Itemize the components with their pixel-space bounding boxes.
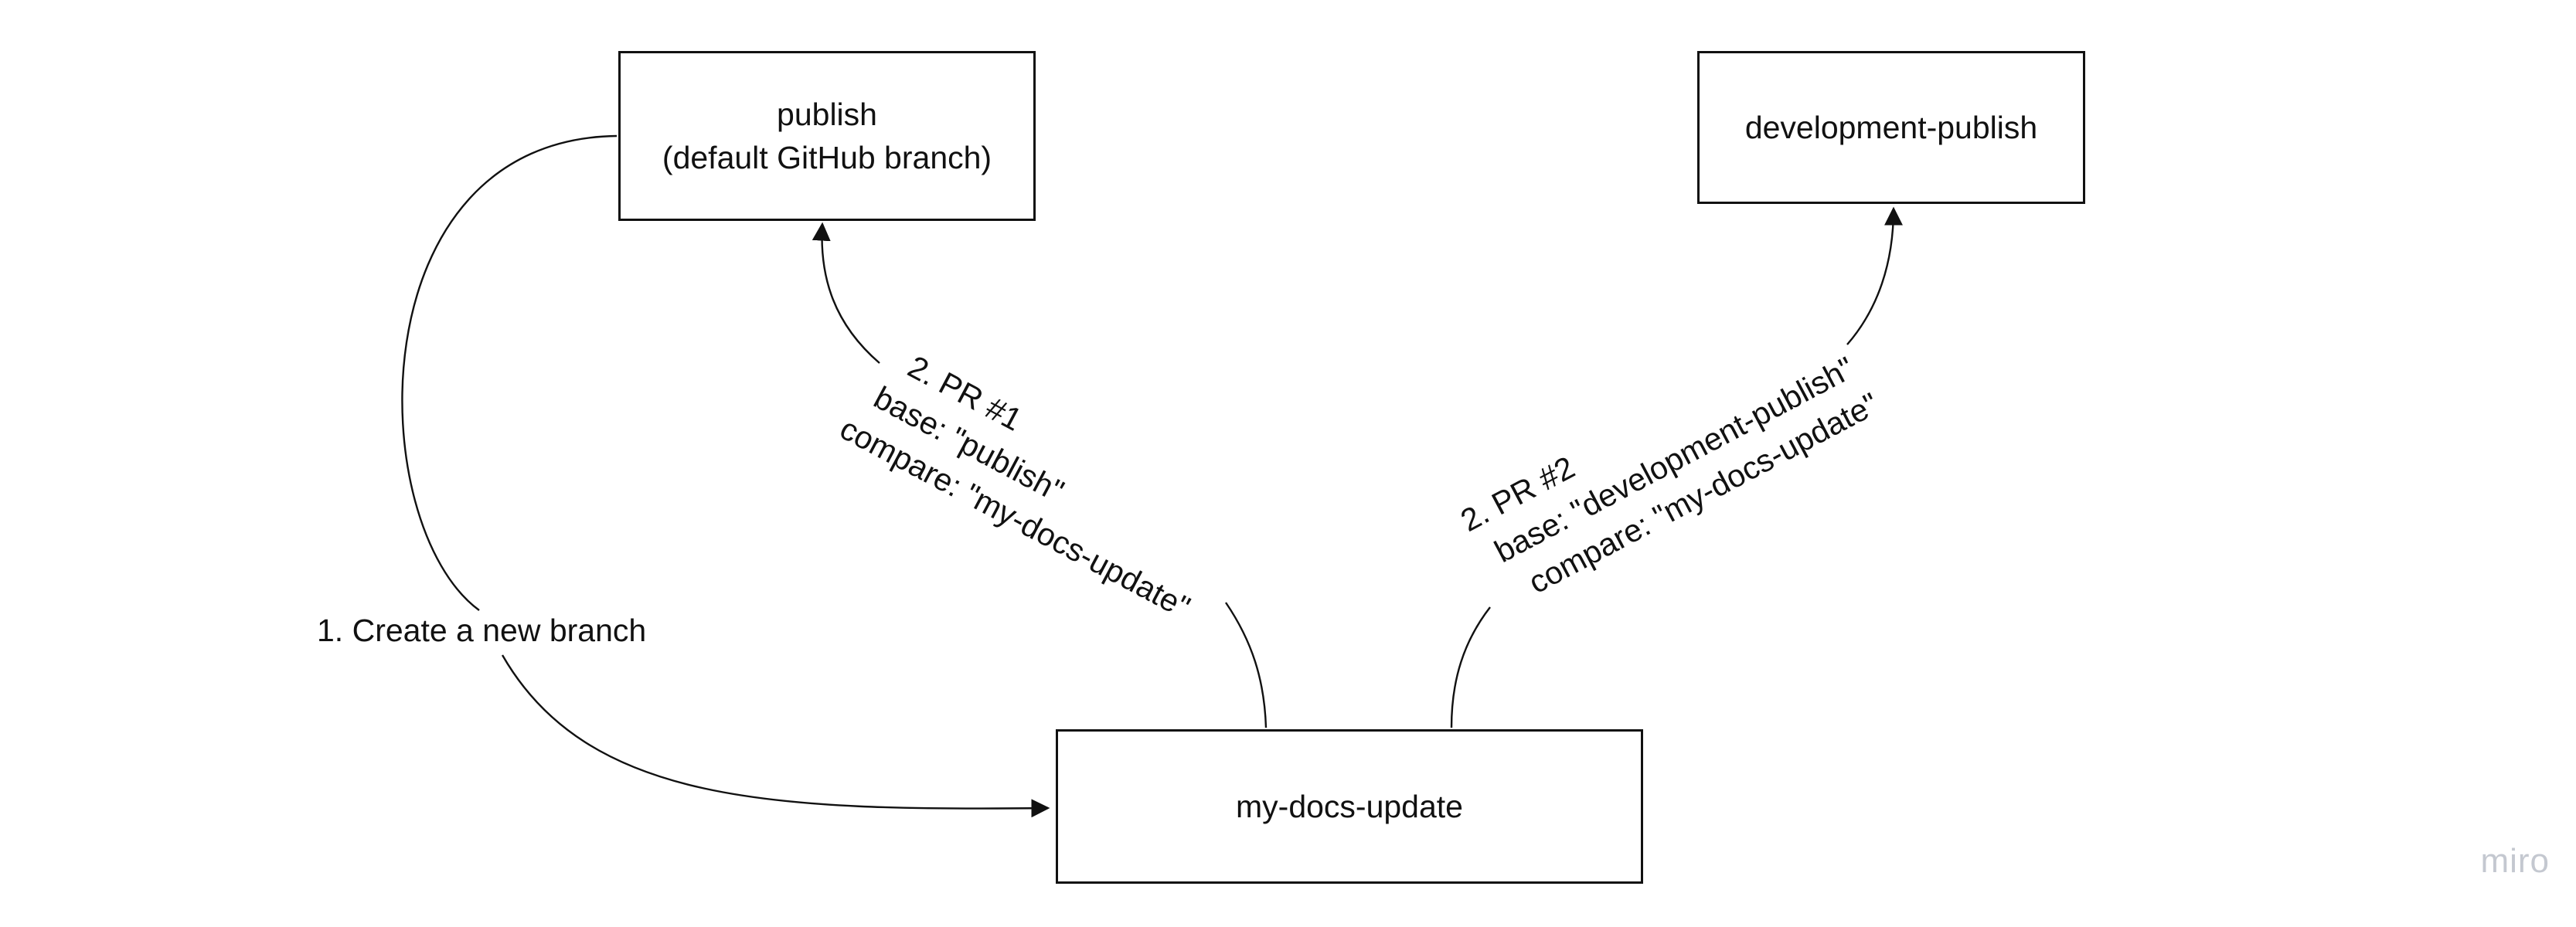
node-my-docs-update[interactable]: my-docs-update	[1056, 729, 1643, 884]
edge-label-create-branch-text: 1. Create a new branch	[317, 613, 647, 648]
edge-pr1-bottom	[1225, 602, 1268, 728]
node-publish[interactable]: publish (default GitHub branch)	[618, 51, 1036, 221]
miro-watermark: miro	[2480, 842, 2550, 880]
node-publish-subtitle: (default GitHub branch)	[662, 140, 992, 175]
node-development-publish-name: development-publish	[1744, 110, 2038, 145]
edge-create-branch	[401, 134, 1048, 809]
edge-pr2-top	[1846, 206, 1903, 345]
node-my-docs-update-name: my-docs-update	[1236, 789, 1463, 824]
node-development-publish[interactable]: development-publish	[1697, 51, 2085, 204]
node-publish-name: publish	[777, 97, 877, 132]
edge-pr2-bottom	[1450, 606, 1491, 728]
edge-label-create-branch: 1. Create a new branch	[317, 609, 646, 652]
edge-pr1-top	[812, 222, 880, 364]
